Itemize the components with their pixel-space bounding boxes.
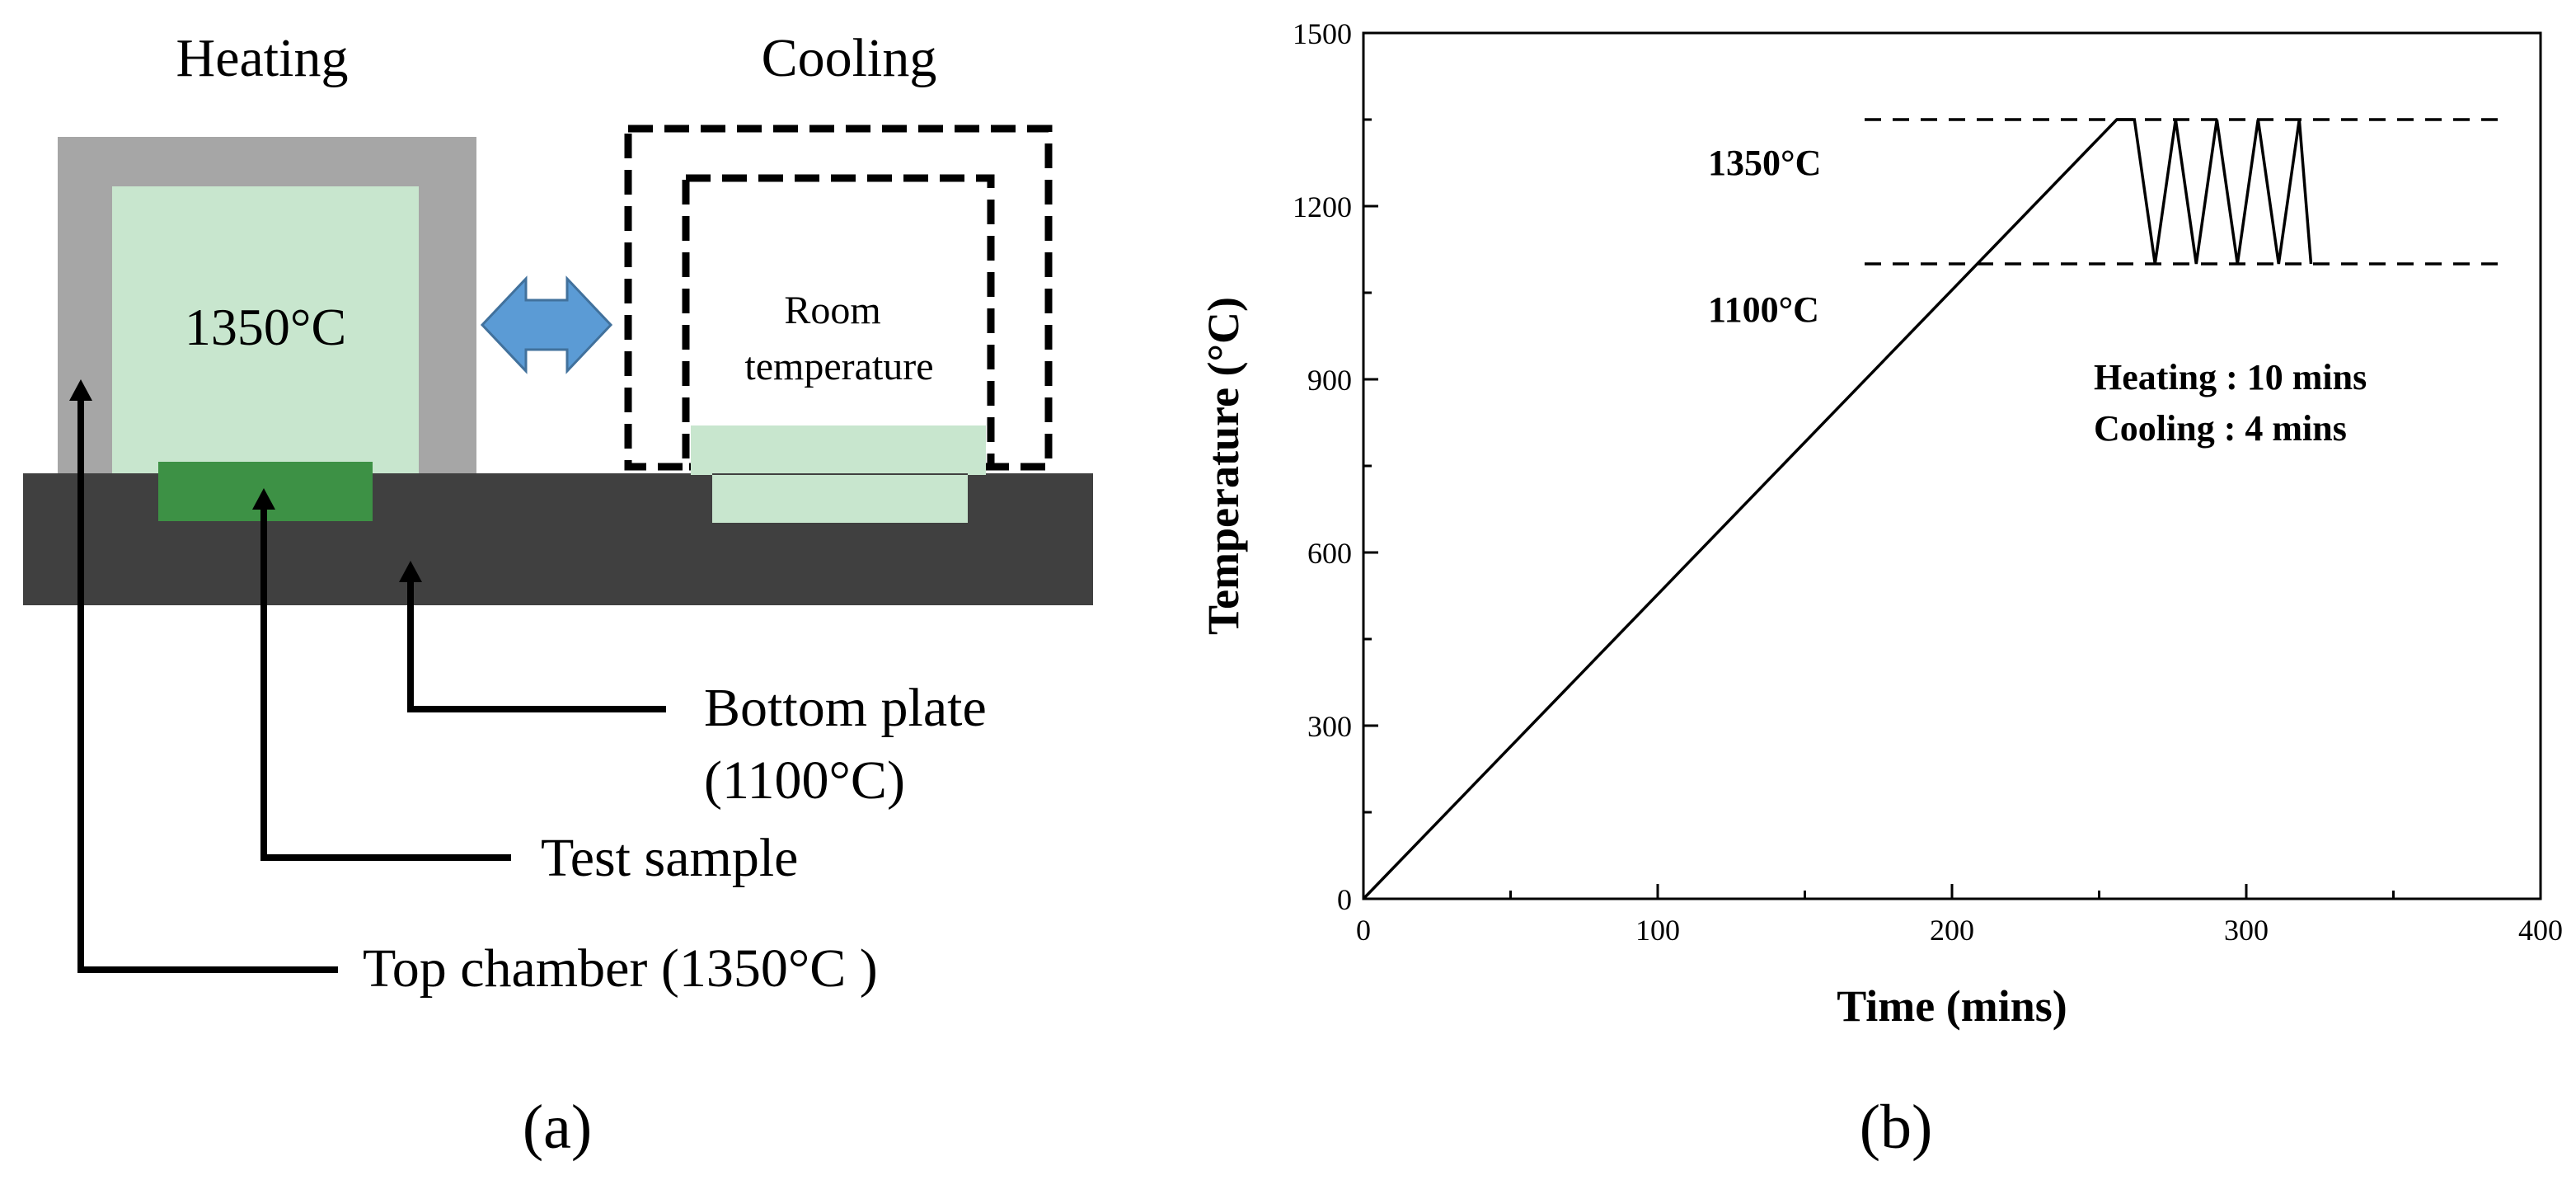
test-sample-arrowhead <box>252 488 275 510</box>
y-tick-label: 1500 <box>1293 17 1352 50</box>
ref-label-1100: 1100°C <box>1708 289 1819 330</box>
heating-note: Heating : 10 mins <box>2094 357 2367 397</box>
temperature-series-line-1 <box>1362 118 2302 900</box>
panel-a-label: (a) <box>523 1093 592 1162</box>
bottom-plate-label-line1: Bottom plate <box>704 678 987 738</box>
y-axis-ticks: 0 300 600 900 1200 1500 <box>1293 17 1378 916</box>
room-temperature-line2: temperature <box>744 345 933 388</box>
y-tick-label: 900 <box>1307 364 1352 397</box>
bottom-plate-arrowhead <box>399 561 422 582</box>
top-chamber-arrowhead <box>69 379 92 401</box>
panel-b-label: (b) <box>1860 1093 1933 1162</box>
room-temperature-line1: Room <box>784 289 880 332</box>
heating-title: Heating <box>176 28 349 88</box>
x-tick-label: 100 <box>1635 914 1680 947</box>
test-sample-label: Test sample <box>541 828 798 888</box>
top-chamber-label: Top chamber (1350°C ) <box>363 938 878 999</box>
cooling-chamber-inner <box>682 174 995 471</box>
x-tick-label: 400 <box>2518 914 2563 947</box>
y-tick-label: 600 <box>1307 537 1352 570</box>
swap-arrow-icon <box>480 275 613 374</box>
heating-chamber-inner <box>112 186 419 477</box>
y-tick-label: 1200 <box>1293 190 1352 223</box>
plate-recess <box>691 473 986 523</box>
x-axis-ticks: 0 100 200 300 400 <box>1356 884 2563 947</box>
temperature-series-line-2 <box>2297 119 2313 265</box>
cooling-title: Cooling <box>762 28 937 88</box>
x-tick-label: 300 <box>2224 914 2269 947</box>
series-group <box>1362 118 2313 900</box>
y-tick-label: 0 <box>1337 883 1352 916</box>
bottom-plate-label-line2: (1100°C) <box>704 750 905 811</box>
x-tick-label: 200 <box>1930 914 1974 947</box>
y-axis-label: Temperature (°C) <box>1199 297 1248 635</box>
cooling-note: Cooling : 4 mins <box>2094 408 2347 449</box>
y-tick-label: 300 <box>1307 710 1352 743</box>
x-tick-label: 0 <box>1356 914 1371 947</box>
panel-a: Heating Cooling 1350°C Room temperature … <box>23 28 1093 1162</box>
ref-label-1350: 1350°C <box>1708 143 1821 183</box>
chamber-temperature: 1350°C <box>185 298 346 356</box>
chart-frame <box>1362 31 2542 900</box>
cooling-chamber-outer <box>624 125 1053 471</box>
reference-lines <box>1865 118 2498 266</box>
x-axis-label: Time (mins) <box>1837 981 2067 1031</box>
